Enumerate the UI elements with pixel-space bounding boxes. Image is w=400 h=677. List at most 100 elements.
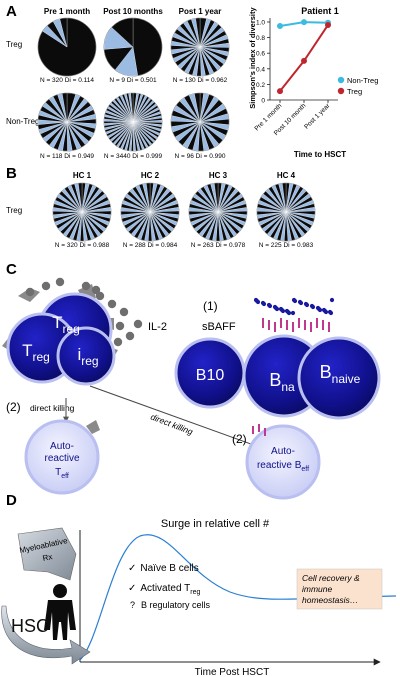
baff-receptor [298,318,300,328]
baff-molecule [310,304,316,310]
pie-slice [194,92,201,123]
il2-label: IL-2 [148,321,167,333]
il2-molecule [119,307,129,317]
b-cell-cluster: B10 Bna Bnaive [174,297,381,420]
il2-molecule [25,287,35,297]
col-header-3: Post 1 year [179,7,222,16]
pie-slice [214,182,219,213]
bna-label: Bna [269,370,295,394]
step1-label: (1) [203,299,218,313]
recovery-text-2: immune [302,584,333,594]
item-activated-treg: ✓Activated Treg [128,583,200,596]
direct-killing-left: direct killing [30,403,75,413]
pie-slice [130,92,134,123]
baff-receptor [274,322,276,332]
chart-xlabel: Time to HSCT [294,150,346,159]
pie-slice [62,92,68,123]
baff-receptor [262,318,264,328]
clonotype-pie [37,92,97,152]
chart-ytick-label: 0.2 [256,82,265,89]
baff-receptor [264,428,266,436]
baff-receptor [286,320,288,330]
clonotype-pie [103,92,163,152]
hc-stat-4: N = 225 Di = 0.983 [259,242,314,249]
baff-receptor [292,322,294,332]
baff-molecule [255,299,261,305]
pie-slice [195,17,201,48]
il2-molecule [91,285,101,295]
pie-stat-treg-post1y: N = 130 Di = 0.962 [173,77,228,84]
clonotype-pie [37,17,97,77]
hc-clonotype-pie [188,182,248,242]
il2-molecule [107,299,117,309]
pie-slice [111,17,134,48]
hc-stat-2: N = 288 Di = 0.984 [123,242,178,249]
teff-label-3: Teff [55,467,69,480]
legend-label-treg: Treg [347,87,362,96]
myeloablative-rx-arrow: Myeloablative Rx [17,527,77,581]
panel-a-pies [37,17,230,152]
diversity-line-chart: Patient 1 Simpson's index of diversity T… [248,6,378,159]
baff-molecule [304,302,310,308]
panel-b-pies [52,182,316,242]
pie-stat-treg-post10: N = 9 Di = 0.501 [109,77,157,84]
hc-header-1: HC 1 [73,171,92,180]
baff-receptor [280,318,282,328]
pie-slice [132,17,163,76]
teff-label-1: Auto- [50,441,74,452]
rx-label: Rx [42,552,53,563]
chart-ytick-label: 0 [261,98,265,105]
item-b-regulatory: ?B regulatory cells [130,600,211,610]
il2-molecule [115,321,125,331]
legend-label-nontreg: Non-Treg [347,76,378,85]
recovery-text-3: homeostasis… [302,595,358,605]
il2-molecule [125,331,135,341]
baff-receptor [328,322,330,332]
treg-cell-front [56,326,116,386]
hc-clonotype-pie [120,182,180,242]
baff-molecule [298,300,304,306]
autoreactive-beff-cell: Auto- reactive Beff [245,424,321,500]
series-point [325,21,331,28]
chart-ylabel: Simpson's index of diversity [248,6,257,108]
step2-label-right: (2) [232,432,247,446]
panel-b-label: B [6,165,17,182]
clonotype-pie [103,17,163,77]
baff-receptor [310,322,312,332]
col-header-1: Pre 1 month [44,7,90,16]
beff-label-1: Auto- [271,446,295,457]
panel-d-title: Surge in relative cell # [161,518,270,530]
baff-molecule [317,307,323,313]
row-label-nontreg: Non-Treg [6,117,40,126]
pie-stat-nontreg-post1y: N = 96 Di = 0.990 [175,153,226,160]
hc-stat-3: N = 263 Di = 0.978 [191,242,246,249]
recovery-box [296,568,383,610]
baff-receptor [316,318,318,328]
chart-ytick-label: 0.4 [256,66,265,73]
baff-molecule [274,306,280,312]
bnaive-cell [297,336,381,420]
step2-label-left: (2) [6,400,21,414]
person-icon [44,584,76,640]
ireg-label: ireg [77,345,98,368]
row-label-treg-b: Treg [6,206,22,215]
recovery-text-1: Cell recovery & [302,573,360,583]
panel-d-label: D [6,492,17,509]
pie-stat-nontreg-pre: N = 118 Di = 0.949 [40,153,94,160]
series-point [277,88,283,95]
legend-marker-treg [337,87,345,95]
row-label-treg: Treg [6,40,22,49]
hsc-curved-arrow: HSC [1,605,91,665]
pie-slice [59,17,68,48]
diagonal-arrow [89,385,263,449]
surge-curve [79,534,397,661]
pie-slice [78,182,83,213]
baff-receptor [258,424,260,432]
baff-molecule [286,310,292,316]
baff-molecule [290,310,296,316]
chart-ytick-label: 0.6 [256,51,265,58]
baff-molecule [261,301,267,307]
panel-c-label: C [6,261,17,278]
treg-label-top: Treg [52,313,80,336]
baff-molecule [292,298,298,304]
